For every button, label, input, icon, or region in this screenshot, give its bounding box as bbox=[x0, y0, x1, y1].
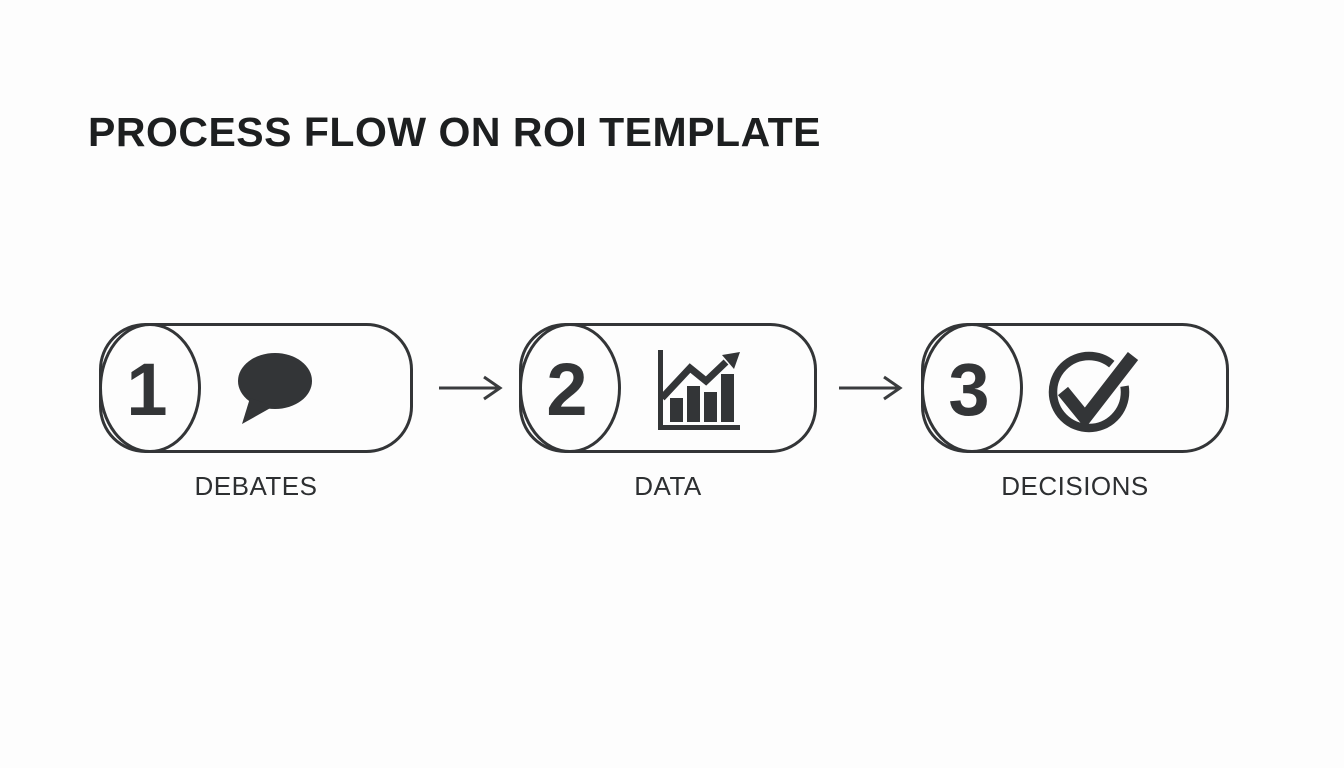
step-number: 3 bbox=[948, 348, 989, 431]
step-pill: 3 bbox=[921, 323, 1229, 453]
step-pill: 2 bbox=[519, 323, 817, 453]
step-number: 2 bbox=[546, 348, 587, 431]
step-label: DEBATES bbox=[194, 471, 318, 501]
step-number-circle bbox=[99, 323, 201, 453]
step-pill: 1 bbox=[99, 323, 413, 453]
bar-chart-icon bbox=[658, 350, 740, 430]
arrow-right-icon bbox=[439, 375, 503, 401]
process-step-1: 1 DEBATES bbox=[98, 322, 414, 500]
step-label: DATA bbox=[634, 471, 702, 501]
step-label: DECISIONS bbox=[1001, 471, 1149, 501]
step-number-circle bbox=[921, 323, 1023, 453]
speech-bubble-icon bbox=[238, 353, 312, 424]
arrow-right-icon bbox=[839, 375, 903, 401]
page-title: PROCESS FLOW ON ROI TEMPLATE bbox=[88, 109, 822, 155]
step-number: 1 bbox=[126, 348, 167, 431]
step-number-circle bbox=[519, 323, 621, 453]
check-circle-icon bbox=[1048, 351, 1139, 433]
process-step-3: 3 DECISIONS bbox=[920, 322, 1230, 500]
process-step-2: 2 DATA bbox=[518, 322, 818, 500]
